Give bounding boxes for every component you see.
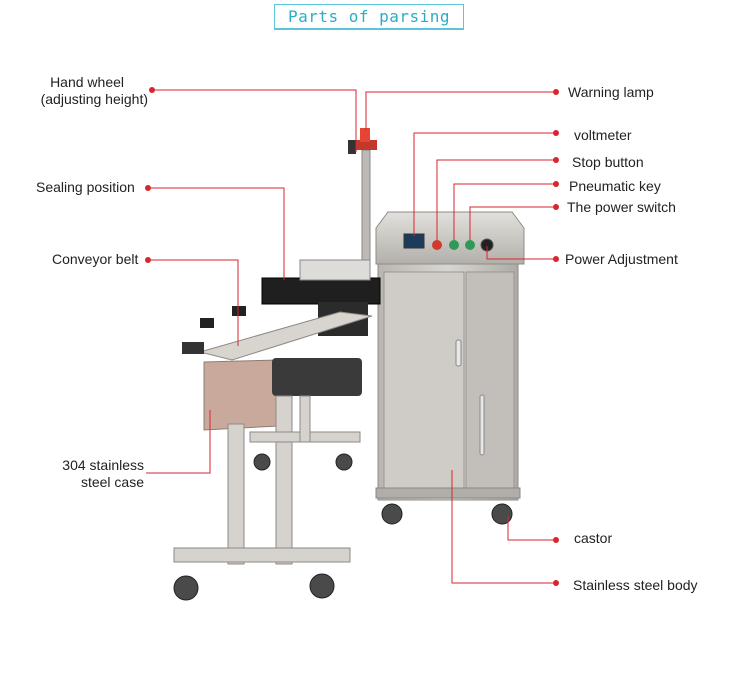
control-panel	[375, 211, 525, 265]
conveyor-stand	[173, 395, 361, 565]
conveyor-belt	[182, 306, 373, 361]
motor	[272, 358, 362, 396]
label-voltmeter: voltmeter	[574, 127, 632, 143]
label-power-switch: The power switch	[567, 199, 676, 215]
label-hand-wheel: Hand wheel (adjusting height)	[20, 74, 148, 108]
label-stop-button: Stop button	[572, 154, 644, 170]
label-sealing-position: Sealing position	[36, 179, 135, 195]
leader-dots	[145, 87, 559, 586]
label-stainless-body: Stainless steel body	[573, 577, 698, 593]
label-hand-wheel-line2: (adjusting height)	[40, 91, 148, 107]
steel-case	[203, 358, 362, 431]
diagram-title: Parts of parsing	[287, 7, 451, 26]
label-hand-wheel-line1: Hand wheel	[50, 74, 124, 90]
sealing-head	[261, 259, 381, 336]
warning-lamp	[360, 128, 370, 142]
leader-lines	[146, 89, 556, 584]
label-steel-case-line1: 304 stainless	[62, 457, 144, 473]
stop-button	[432, 240, 442, 250]
label-pneumatic-key: Pneumatic key	[569, 178, 661, 194]
pneumatic-key	[449, 240, 459, 250]
castors	[173, 453, 513, 601]
power-switch	[465, 240, 475, 250]
label-steel-case-line2: steel case	[80, 474, 144, 490]
stainless-steel-body	[375, 263, 521, 501]
diagram-title-box: Parts of parsing	[274, 4, 464, 30]
label-conveyor-belt: Conveyor belt	[52, 251, 139, 267]
label-castor: castor	[574, 530, 613, 546]
label-steel-case: 304 stainless steel case	[40, 457, 144, 491]
label-power-adjustment: Power Adjustment	[565, 251, 678, 267]
voltmeter-display	[403, 233, 425, 249]
hand-wheel	[348, 140, 356, 154]
label-warning-lamp: Warning lamp	[568, 84, 654, 100]
